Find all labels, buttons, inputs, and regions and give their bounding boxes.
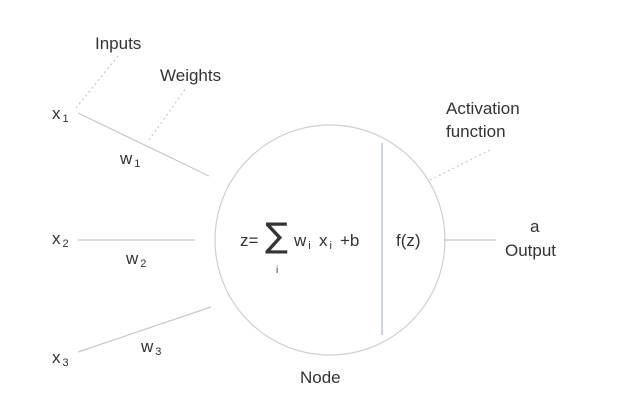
weight-w2-symbol: w: [126, 249, 139, 268]
equation-lhs: z=: [240, 231, 259, 250]
equation-x-index: i: [329, 240, 332, 252]
output-label: Output: [505, 241, 557, 260]
input-x3-index: 3: [62, 357, 69, 369]
connection-x1: [77, 112, 210, 177]
weight-w3-symbol: w: [141, 337, 154, 356]
equation-w-index: i: [308, 240, 311, 252]
weight-w2-index: 2: [140, 258, 147, 270]
inputs-leader: [75, 55, 119, 109]
weight-w1-index: 1: [134, 158, 141, 170]
activation-fz: f(z): [396, 231, 421, 250]
node-label: Node: [300, 368, 341, 387]
equation-w-symbol: w: [294, 231, 307, 250]
sigma-symbol: ∑: [265, 219, 288, 253]
equation-bias: +b: [340, 231, 360, 250]
input-x2-index: 2: [62, 238, 69, 250]
output-symbol: a: [530, 217, 540, 236]
sum-index: i: [276, 265, 279, 276]
activation-label-line1: Activation: [446, 99, 520, 118]
weights-leader: [148, 87, 187, 141]
sigma-glyph: ∑: [265, 216, 288, 256]
weights-label: Weights: [160, 66, 222, 85]
input-x3-symbol: x: [52, 348, 61, 367]
input-x2-symbol: x: [52, 229, 61, 248]
inputs-label: Inputs: [95, 34, 142, 53]
activation-label-line2: function: [446, 122, 506, 141]
weight-w1-symbol: w: [120, 149, 133, 168]
connection-x3: [77, 306, 212, 353]
equation-x-symbol: x: [319, 231, 328, 250]
weight-w3-index: 3: [155, 346, 162, 358]
input-x1-index: 1: [62, 113, 69, 125]
activation-leader: [429, 148, 493, 181]
input-x1-symbol: x: [52, 104, 61, 123]
